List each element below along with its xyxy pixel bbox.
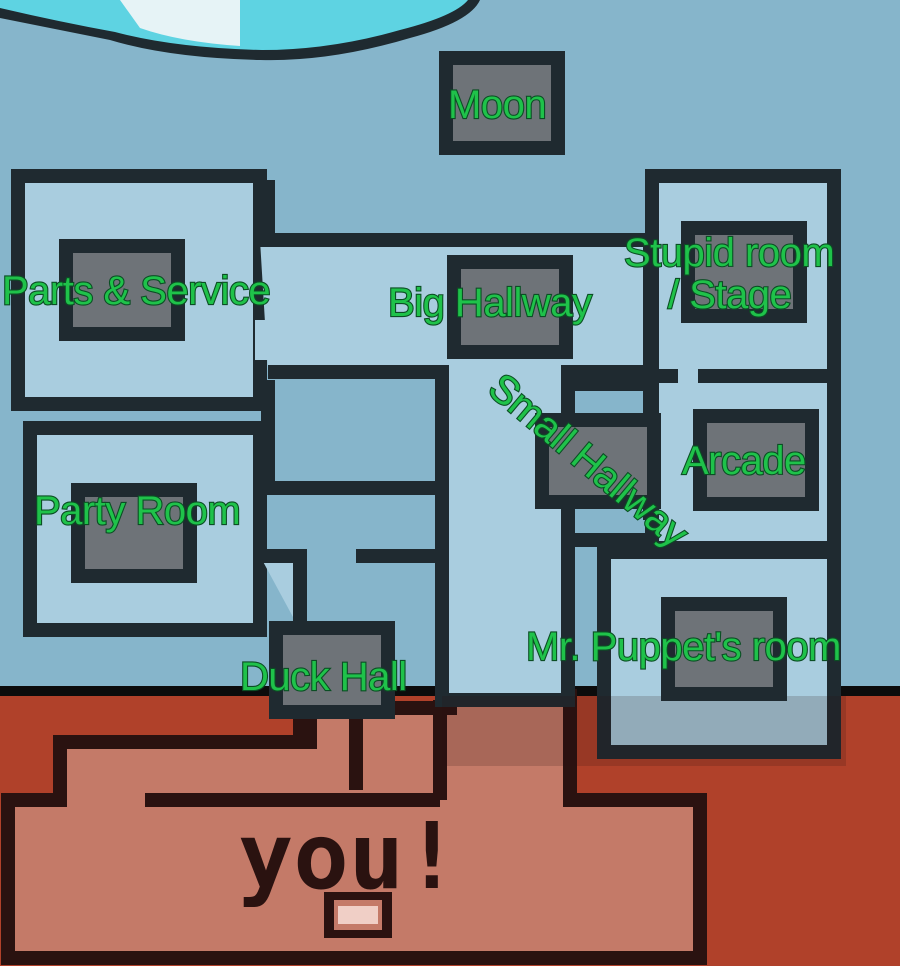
label-big-hallway: Big Hallway — [388, 281, 592, 325]
label-parts-service: Parts & Service — [2, 269, 270, 313]
camera-moon[interactable] — [439, 51, 565, 155]
camera-mr-puppets-room[interactable] — [661, 597, 787, 701]
camera-icon — [71, 483, 197, 583]
camera-arcade[interactable] — [693, 409, 819, 511]
label-arcade: Arcade — [682, 439, 806, 483]
parts-service-room — [11, 169, 267, 411]
label-party-room: Party Room — [34, 489, 240, 533]
cloud-icon — [0, 0, 480, 61]
player-desk-icon — [324, 892, 392, 938]
label-moon: Moon — [448, 83, 546, 127]
label-stupid-room-line1: Stupid room — [624, 231, 834, 275]
floor-shadow — [442, 696, 846, 766]
camera-icon — [447, 255, 573, 359]
camera-party-room[interactable] — [71, 483, 197, 583]
camera-stupid-room[interactable] — [681, 221, 807, 323]
camera-icon — [439, 51, 565, 155]
camera-icon — [59, 239, 185, 341]
camera-icon — [693, 409, 819, 511]
camera-duck-hall[interactable] — [269, 621, 395, 719]
camera-parts-service[interactable] — [59, 239, 185, 341]
label-mr-puppets-room: Mr. Puppet's room — [526, 625, 841, 669]
camera-icon — [535, 413, 661, 509]
camera-icon — [661, 597, 787, 701]
label-duck-hall: Duck Hall — [240, 655, 407, 699]
door-gaps — [255, 320, 698, 384]
duck-hall-corridor — [260, 380, 442, 630]
label-stupid-room-line2: / Stage — [668, 273, 791, 317]
camera-small-hallway[interactable] — [535, 413, 661, 509]
camera-icon — [269, 621, 395, 719]
camera-icon — [681, 221, 807, 323]
camera-big-hallway[interactable] — [447, 255, 573, 359]
